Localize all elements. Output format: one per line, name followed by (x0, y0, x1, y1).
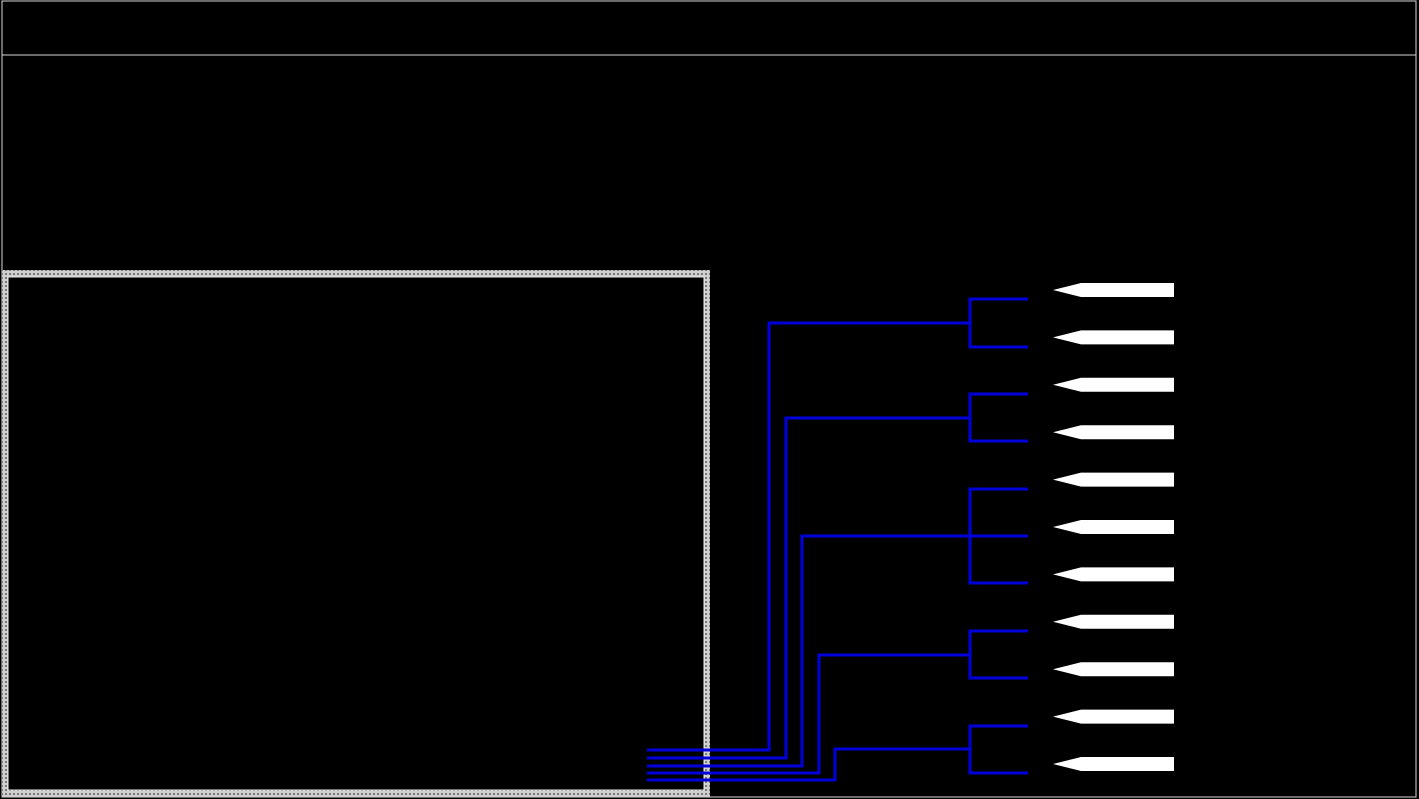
left-arrow-icon[interactable] (1053, 614, 1174, 629)
wire-2[interactable] (647, 392, 1028, 760)
wire-1[interactable] (647, 297, 1028, 752)
left-arrow-icon[interactable] (1053, 662, 1174, 677)
wire-4[interactable] (647, 629, 1028, 775)
left-arrow-icon[interactable] (1053, 757, 1174, 771)
left-arrow-icon[interactable] (1053, 377, 1174, 392)
left-arrow-icon[interactable] (1053, 567, 1174, 582)
wire-network (647, 297, 1028, 782)
left-arrow-icon[interactable] (1053, 283, 1174, 297)
left-arrow-icon[interactable] (1053, 330, 1174, 345)
wire-3[interactable] (647, 487, 1028, 768)
left-arrow-icon[interactable] (1053, 425, 1174, 440)
left-arrow-icon[interactable] (1053, 520, 1174, 534)
container-box (2, 270, 710, 797)
left-arrow-icon[interactable] (1053, 472, 1174, 487)
arrow-column (1053, 283, 1174, 771)
top-bar (3, 2, 1415, 54)
wire-5[interactable] (647, 724, 1028, 782)
left-arrow-icon[interactable] (1053, 709, 1174, 724)
